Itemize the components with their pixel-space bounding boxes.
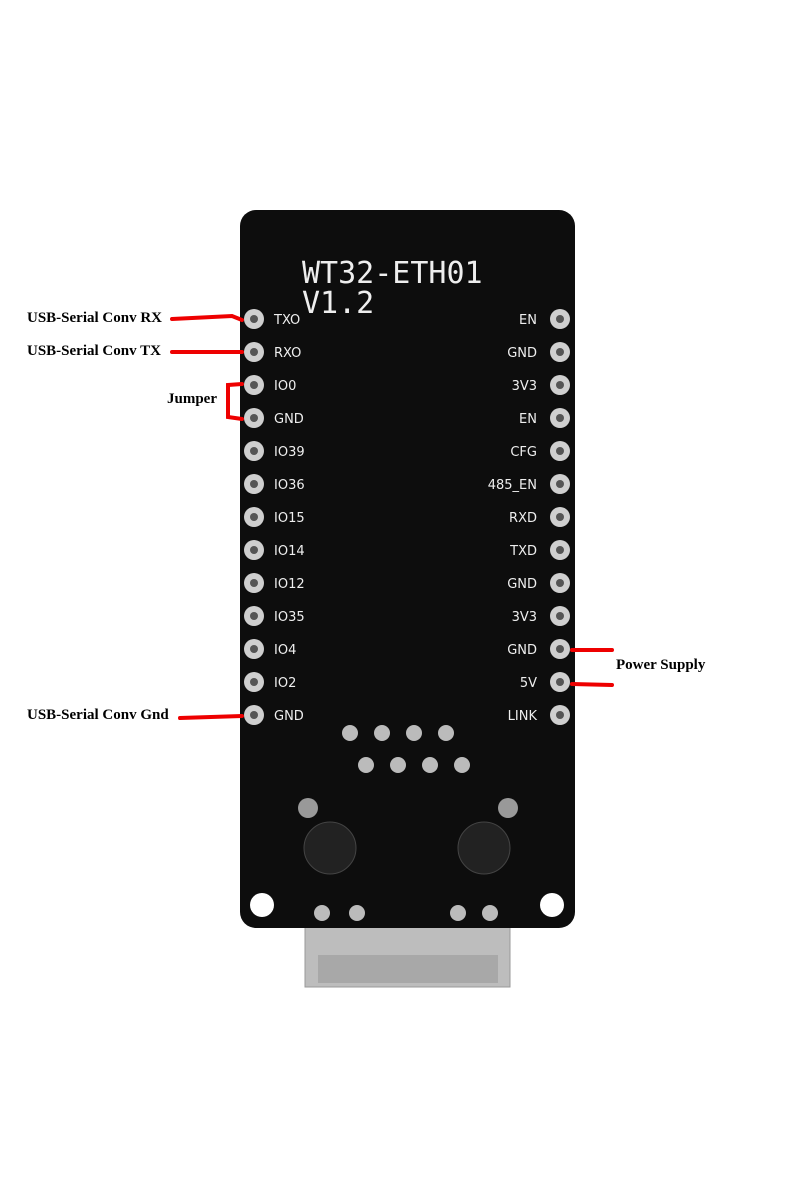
- pin-hole: [556, 381, 564, 389]
- pin-hole: [250, 315, 258, 323]
- rj45-pin: [438, 725, 454, 741]
- pin-hole: [556, 711, 564, 719]
- pin-hole: [556, 315, 564, 323]
- left-pin-label: IO14: [274, 544, 305, 559]
- right-pin-label: LINK: [508, 709, 538, 724]
- rj45-pad: [498, 798, 518, 818]
- left-pin-label: RXO: [274, 346, 301, 361]
- jumper-bracket: [226, 382, 244, 421]
- left-pin-label: IO36: [274, 478, 305, 493]
- pin-hole: [250, 645, 258, 653]
- annotation-jumper: Jumper: [167, 391, 217, 407]
- pin-hole: [250, 480, 258, 488]
- mounting-hole: [540, 893, 564, 917]
- connector-pin: [349, 905, 365, 921]
- right-pin-label: EN: [519, 313, 537, 328]
- rj45-post: [457, 821, 511, 875]
- right-pin-label: TXD: [509, 544, 537, 559]
- right-pin-label: 5V: [520, 676, 537, 691]
- board-version: V1.2: [302, 286, 374, 321]
- board-name: WT32-ETH01: [302, 256, 483, 291]
- rj45-pin: [390, 757, 406, 773]
- connector-pin: [314, 905, 330, 921]
- pin-hole: [250, 348, 258, 356]
- pin-hole: [250, 513, 258, 521]
- pin-hole: [556, 480, 564, 488]
- left-pin-label: GND: [274, 412, 304, 427]
- left-pin-label: IO12: [274, 577, 305, 592]
- pin-hole: [556, 645, 564, 653]
- rj45-pin: [454, 757, 470, 773]
- connector-pin: [482, 905, 498, 921]
- left-pin-label: GND: [274, 709, 304, 724]
- right-pin-label: GND: [507, 577, 537, 592]
- pin-hole: [250, 678, 258, 686]
- gnd-marker: [178, 714, 244, 720]
- connector-shield: [318, 955, 498, 983]
- annotation-usb-serial-rx: USB-Serial Conv RX: [27, 310, 163, 326]
- pin-hole: [556, 678, 564, 686]
- left-pin-label: IO15: [274, 511, 305, 526]
- right-pin-label: CFG: [510, 445, 537, 460]
- rx-marker: [170, 313, 244, 322]
- right-pin-label: GND: [507, 643, 537, 658]
- connector-pin: [450, 905, 466, 921]
- annotation-usb-serial-gnd: USB-Serial Conv Gnd: [27, 707, 169, 723]
- pin-hole: [556, 414, 564, 422]
- rj45-pin: [406, 725, 422, 741]
- left-pin-label: IO4: [274, 643, 296, 658]
- annotation-power-supply: Power Supply: [616, 657, 706, 673]
- right-pin-label: EN: [519, 412, 537, 427]
- pin-hole: [556, 579, 564, 587]
- pin-hole: [556, 348, 564, 356]
- rj45-pin: [422, 757, 438, 773]
- pin-hole: [556, 513, 564, 521]
- rj45-pad: [298, 798, 318, 818]
- pin-hole: [250, 612, 258, 620]
- pin-hole: [250, 381, 258, 389]
- pin-hole: [250, 711, 258, 719]
- rj45-pin: [342, 725, 358, 741]
- right-pin-label: GND: [507, 346, 537, 361]
- annotation-usb-serial-tx: USB-Serial Conv TX: [27, 343, 161, 359]
- pin-hole: [250, 579, 258, 587]
- left-pin-label: IO39: [274, 445, 305, 460]
- pin-hole: [556, 612, 564, 620]
- mounting-hole: [250, 893, 274, 917]
- right-pin-label: 485_EN: [488, 478, 537, 493]
- left-pin-label: IO2: [274, 676, 296, 691]
- pin-hole: [556, 447, 564, 455]
- right-pin-label: 3V3: [512, 610, 537, 625]
- pin-hole: [250, 447, 258, 455]
- left-pin-label: IO0: [274, 379, 296, 394]
- rj45-pin: [374, 725, 390, 741]
- left-pin-label: TXO: [273, 313, 300, 328]
- power-5v-marker: [570, 682, 614, 687]
- right-pin-label: RXD: [509, 511, 537, 526]
- pin-hole: [250, 414, 258, 422]
- rj45-pin: [358, 757, 374, 773]
- right-pin-label: 3V3: [512, 379, 537, 394]
- annotation-markers: [170, 313, 614, 720]
- pin-hole: [556, 546, 564, 554]
- rj45-post: [303, 821, 357, 875]
- pcb: [240, 210, 575, 928]
- left-pin-label: IO35: [274, 610, 305, 625]
- pin-hole: [250, 546, 258, 554]
